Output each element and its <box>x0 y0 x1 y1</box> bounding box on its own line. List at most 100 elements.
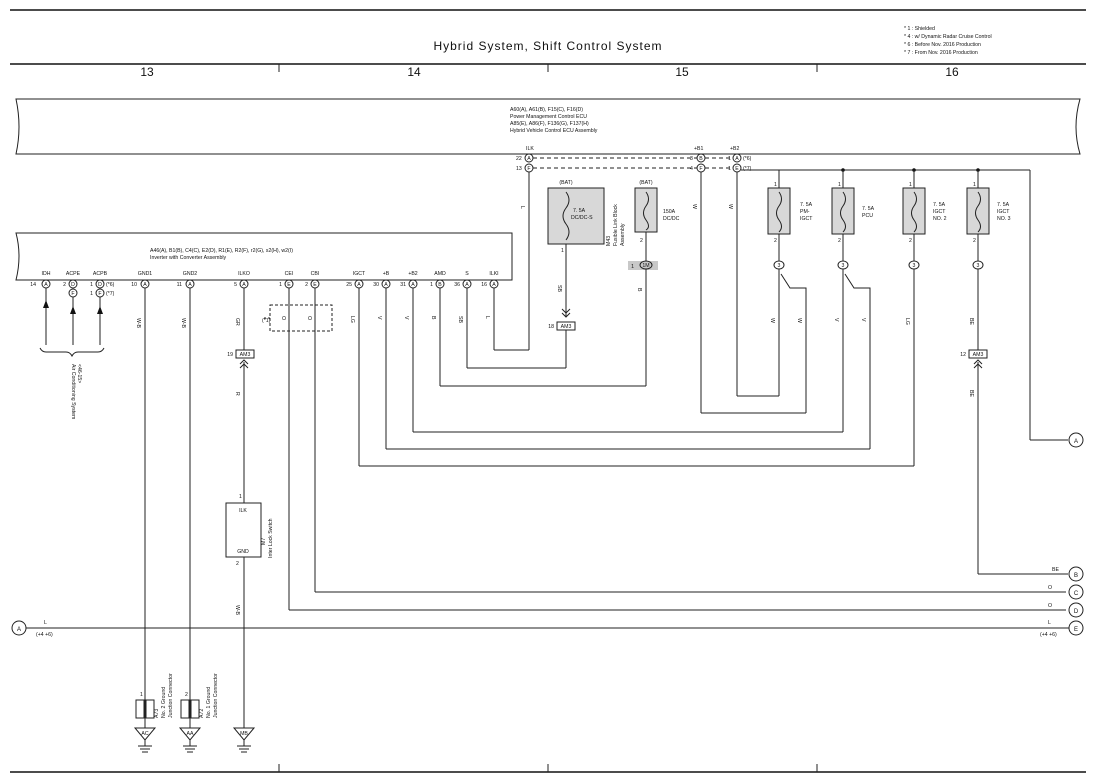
fuse-pm-igct-l3: IGCT <box>800 216 813 222</box>
wire-label-lg-1: LG <box>349 316 355 323</box>
interlock-gnd: GND <box>237 549 249 555</box>
pin-conn-s: A <box>465 282 469 288</box>
interlock-pin-2: 2 <box>236 561 239 567</box>
fuse-pcu-conn: 3 <box>842 263 845 269</box>
ground-aa: 2 A72 No. 1 Ground Junction Connector AA <box>178 673 219 753</box>
inverter-label-2: Inverter with Converter Assembly <box>150 255 227 261</box>
fuse-igct-no3: 1 7. 5A IGCT NO. 3 2 3 BE AM3 12 BE <box>960 182 1068 575</box>
splice-am3-18-num: 18 <box>548 324 554 330</box>
wire-label-l-1: L <box>519 206 525 209</box>
fuse-igct3-pin-top: 1 <box>973 182 976 188</box>
pin-b2: +B2 <box>408 271 417 277</box>
ecu-pin-b2: +B2 <box>730 146 739 152</box>
ref-a-note: (+4 +6) <box>36 632 53 638</box>
conn-1m-label: 1M <box>642 263 649 269</box>
ground-mb-tag: MB <box>240 731 248 737</box>
ref-e-label: E <box>1074 627 1078 633</box>
ecu-conn-a2-label: A <box>735 156 739 162</box>
pin-num-amd: 1 <box>430 282 433 288</box>
ref-d-wire-label: O <box>1048 603 1052 609</box>
interlock-label-1: M7 <box>261 538 267 545</box>
fuse-bat-1: (BAT) <box>559 180 572 186</box>
fuse-igct-no2: 1 7. 5A IGCT NO. 2 2 3 LG <box>902 182 947 466</box>
pin-conn-ilki: A <box>492 282 496 288</box>
pin-conn-acpe-alt: F <box>71 291 74 297</box>
ref-a-wire-label: L <box>44 620 47 626</box>
ecu-label-1: A60(A), A61(B), F15(C), F16(D) <box>510 107 583 113</box>
pin-conn-amd: B <box>438 282 442 288</box>
fuse-dcdc-s <box>547 187 605 245</box>
fuse-bat-2: (BAT) <box>639 180 652 186</box>
pin-conn-acpe: D <box>71 282 75 288</box>
ecu-conn-f-label: F <box>527 166 530 172</box>
pin-conn-acpb-alt: F <box>98 291 101 297</box>
pin-conn-b: A <box>384 282 388 288</box>
fuse-pm-igct-pin-bottom: 2 <box>774 238 777 244</box>
ground-ac-l3: Junction Connector <box>168 673 174 718</box>
fuse-dcdc-name: DC/DC <box>663 216 680 222</box>
fuse-dcdc-pin: 2 <box>640 238 643 244</box>
splice-am3-19-num: 19 <box>227 352 233 358</box>
pin-conn-gnd1: A <box>143 282 147 288</box>
pin-conn-idh: A <box>44 282 48 288</box>
wire-label-sb-2: SB <box>556 285 562 292</box>
page-title: Hybrid System, Shift Control System <box>433 39 662 53</box>
wire-label-b-1: B <box>430 316 436 320</box>
pin-num-b: 30 <box>373 282 379 288</box>
pin-conn-cei: E <box>287 282 291 288</box>
pin-num-igct: 25 <box>346 282 352 288</box>
pin-num-cei: 1 <box>279 282 282 288</box>
ground-ac-tag: AC <box>141 731 148 737</box>
fuse-igct2-l2: IGCT <box>933 209 946 215</box>
fuse-pcu: 1 7. 5A PCU 2 3 V V <box>831 182 875 449</box>
pin-note-acpb: (*6) <box>106 282 115 288</box>
ecu-pin-13: 13 <box>516 166 522 172</box>
wire-label-wb-3: W-B <box>234 605 240 616</box>
ground-ac-pin: 1 <box>140 692 143 698</box>
pin-num-ilko: 5 <box>234 282 237 288</box>
wire-label-v-4: V <box>860 318 866 322</box>
wire-label-sb-1: SB <box>457 316 463 323</box>
ref-d: D <box>1068 602 1084 618</box>
pin-num-acpe: 2 <box>63 282 66 288</box>
ecu-note-6: (*6) <box>743 156 752 162</box>
column-16: 16 <box>945 65 959 79</box>
fuse-pcu-l2: PCU <box>862 213 873 219</box>
shield-box <box>269 304 333 332</box>
wire-label-v-1: V <box>376 316 382 320</box>
wire-label-be-2: BE <box>968 390 974 397</box>
wire-label-b-2: B <box>636 288 642 292</box>
ref-c-wire-label: O <box>1048 585 1052 591</box>
fuse-pm-igct: 1 7. 5A PM- IGCT 2 3 W W <box>767 182 813 413</box>
ref-a-right-label: A <box>1074 439 1078 445</box>
ac-system-ref: <46-15> <box>76 364 82 383</box>
pin-ilko: ILKO <box>238 271 250 277</box>
pin-num-14: 14 <box>30 282 36 288</box>
inverter-pin-row: 14 A 2 D 1 D (*6) F 1 F (*7) 10 A 11 A 5… <box>30 279 499 298</box>
splice-am3-12-num: 12 <box>960 352 966 358</box>
wire-label-w-4: W <box>796 318 802 323</box>
ecu-pin-22: 22 <box>516 156 522 162</box>
interlock-ilk: ILK <box>239 508 247 514</box>
ground-aa-l2: No. 1 Ground <box>206 687 212 718</box>
pin-conn-b2: A <box>411 282 415 288</box>
wire-label-v-3: V <box>833 318 839 322</box>
fuse-igct3-l3: NO. 3 <box>997 216 1011 222</box>
fuse-pm-igct-conn: 3 <box>778 263 781 269</box>
splice-am3-12-label: AM3 <box>973 352 984 358</box>
pin-num-b2: 31 <box>400 282 406 288</box>
fuse-igct3-pin-bottom: 2 <box>973 238 976 244</box>
ref-b: B <box>1068 566 1084 582</box>
fuse-dcdc-s-name: DC/DC-S <box>571 215 593 221</box>
note-4: * 7 : From Nov. 2016 Production <box>904 50 978 56</box>
pin-b: +B <box>383 271 390 277</box>
wire-label-lg-2: LG <box>904 318 910 325</box>
ac-system-inputs <box>39 288 105 358</box>
fuse-igct2-conn: 3 <box>913 263 916 269</box>
ref-a-left: A <box>11 620 27 636</box>
fuse-pcu-pin-top: 1 <box>838 182 841 188</box>
pin-conn-acpb: D <box>98 282 102 288</box>
ref-a-left-label: A <box>17 627 21 633</box>
ecu-note-7: (*7) <box>743 166 752 172</box>
